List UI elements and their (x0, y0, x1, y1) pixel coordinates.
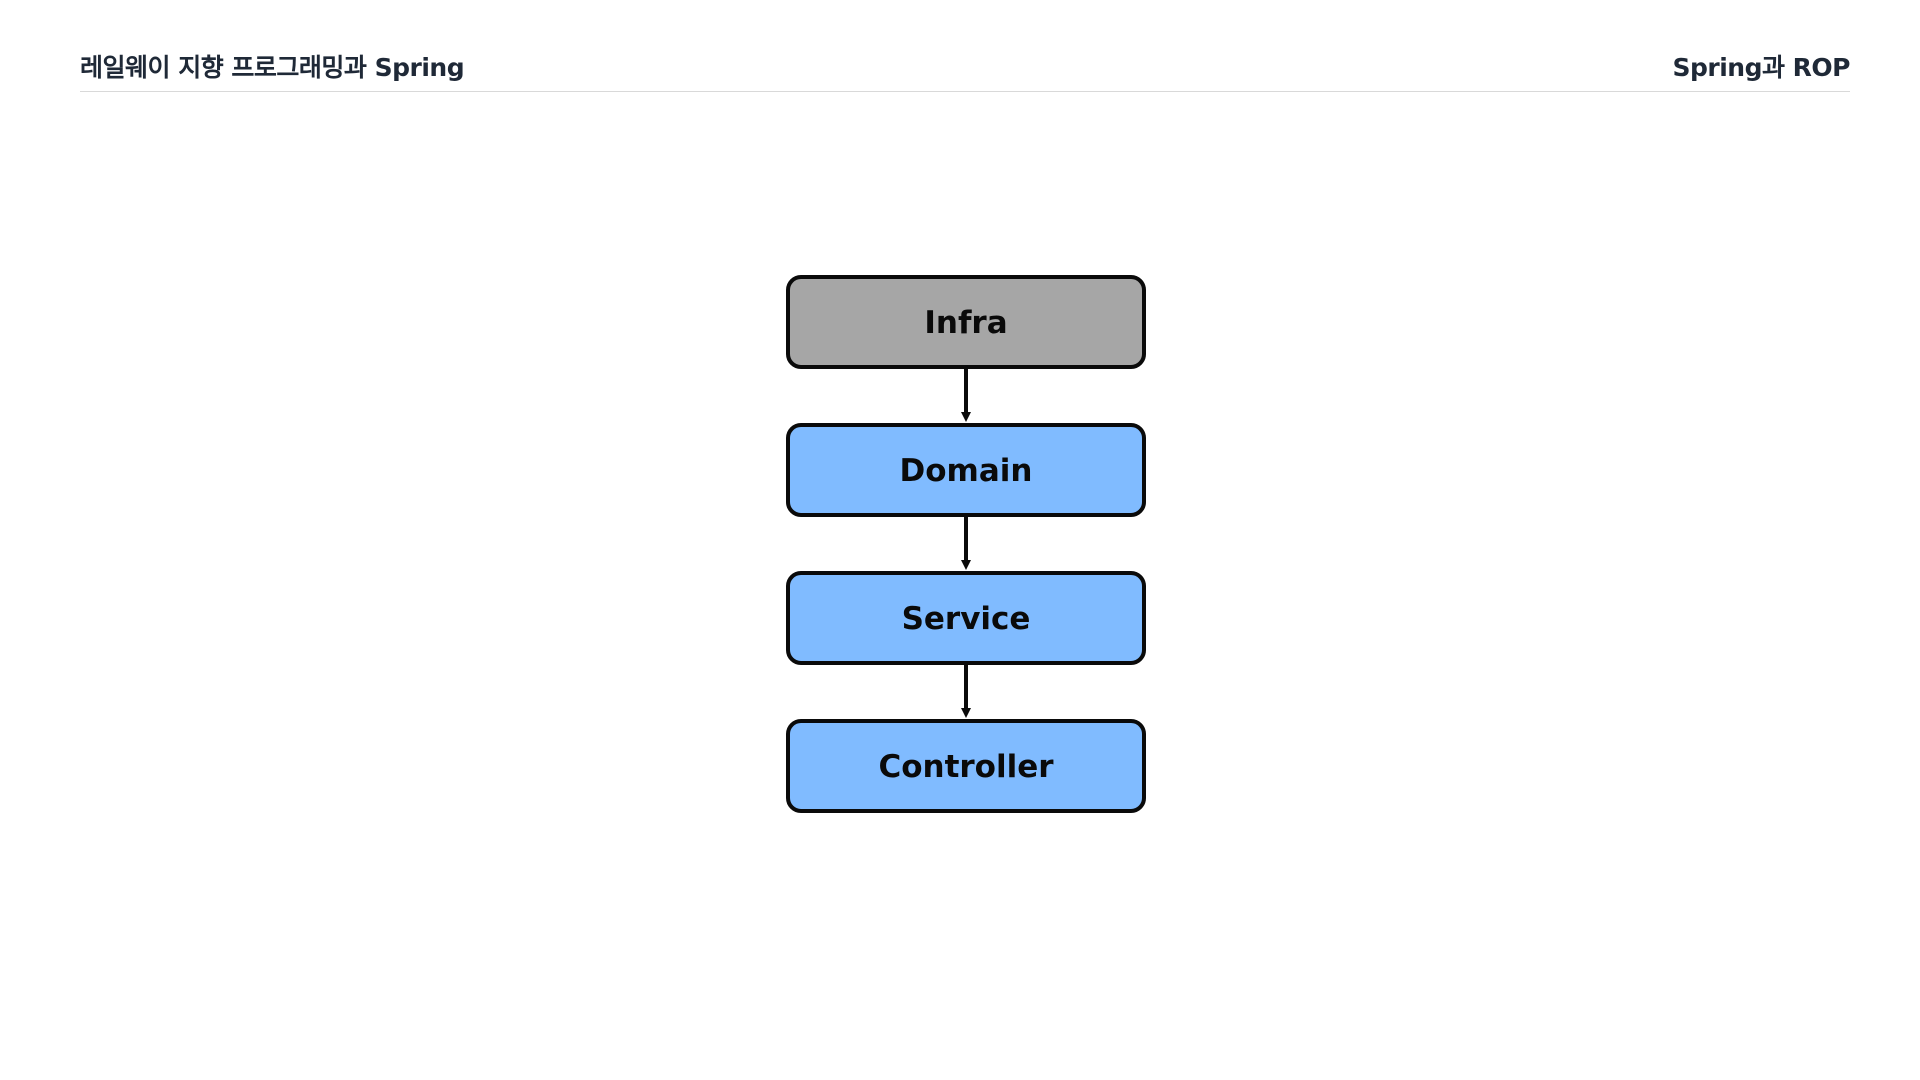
layer-box-service (786, 571, 1146, 665)
header: 레일웨이 지향 프로그래밍과 Spring Spring과 ROP (80, 44, 1850, 92)
layer-label-controller: Controller (878, 749, 1054, 785)
layer-node-domain: Domain (786, 423, 1146, 517)
layer-box-domain (786, 423, 1146, 517)
presentation-title: 레일웨이 지향 프로그래밍과 Spring (80, 52, 465, 82)
layer-box-controller (786, 719, 1146, 813)
layer-node-service: Service (786, 571, 1146, 665)
section-title: Spring과 ROP (1672, 52, 1850, 82)
layer-label-domain: Domain (900, 453, 1033, 489)
layer-node-infra: Infra (786, 275, 1146, 369)
layer-label-service: Service (902, 601, 1031, 637)
layer-label-infra: Infra (924, 305, 1007, 341)
layer-box-infra (786, 275, 1146, 369)
layer-node-controller: Controller (786, 719, 1146, 813)
